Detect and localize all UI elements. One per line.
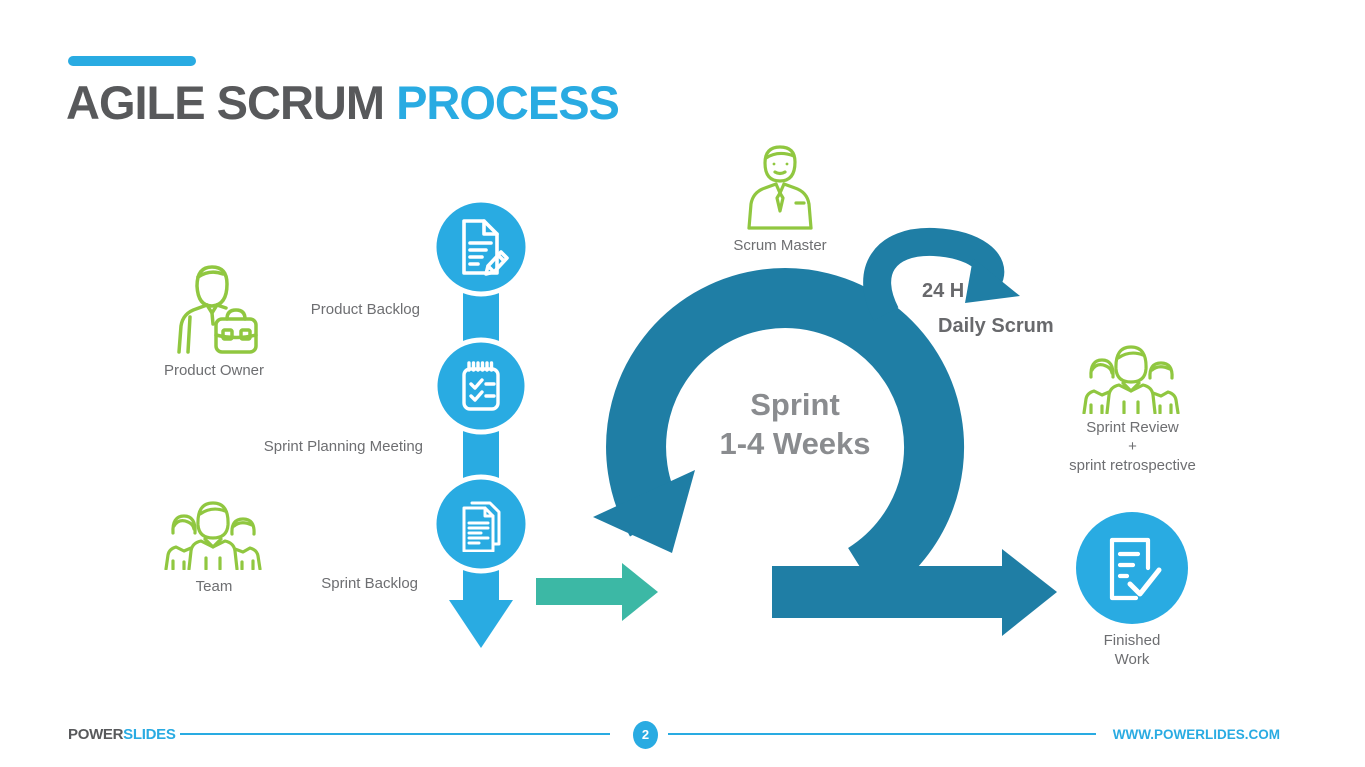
team-label: Team bbox=[195, 578, 233, 595]
sprint-review-line1: Sprint Review bbox=[1086, 419, 1179, 436]
step-circle-product-backlog bbox=[431, 197, 531, 297]
sprint-review-label: Sprint Review + sprint retrospective bbox=[1040, 418, 1225, 475]
brand-part1: POWER bbox=[68, 726, 124, 743]
footer-divider-right bbox=[668, 733, 1096, 735]
scrum-master-label: Scrum Master bbox=[733, 237, 827, 254]
person-briefcase-icon bbox=[177, 265, 258, 354]
product-owner-label: Product Owner bbox=[163, 362, 265, 379]
sprint-loop-arrowhead-icon bbox=[593, 470, 695, 553]
brand-part2: SLIDES bbox=[123, 726, 176, 743]
footer-divider-left bbox=[180, 733, 610, 735]
duration-label: 24 H bbox=[922, 280, 965, 302]
page-number-badge: 2 bbox=[633, 721, 658, 749]
team-icon bbox=[164, 501, 262, 570]
daily-scrum-label: Daily Scrum bbox=[938, 315, 1054, 337]
finished-work-circle bbox=[1076, 512, 1188, 624]
finished-work-label: Finished Work bbox=[1062, 631, 1202, 669]
step-label-sprint-planning: Sprint Planning Meeting bbox=[263, 438, 423, 455]
daily-scrum-arrowhead-icon bbox=[965, 258, 1020, 303]
sprint-duration-label: 1-4 Weeks bbox=[719, 426, 871, 461]
step-label-sprint-backlog: Sprint Backlog bbox=[321, 575, 418, 592]
brand-logo: POWERSLIDES bbox=[68, 726, 176, 743]
website-label: WWW.POWERLIDES.COM bbox=[1112, 727, 1280, 742]
checked-document-icon bbox=[1109, 537, 1162, 601]
page-title-main: AGILE SCRUM bbox=[66, 76, 397, 129]
sprint-loop bbox=[593, 227, 1057, 636]
sprint-review-line2: + bbox=[1128, 438, 1137, 455]
title-accent-bar bbox=[68, 56, 196, 66]
document-pencil-icon bbox=[462, 219, 509, 276]
sprint-review-line3: sprint retrospective bbox=[1069, 457, 1196, 474]
chain-arrowhead-icon bbox=[449, 600, 513, 648]
checklist-icon bbox=[462, 361, 500, 411]
documents-icon bbox=[462, 501, 501, 552]
exit-arrowhead-icon bbox=[1002, 549, 1057, 636]
page-title-accent: PROCESS bbox=[396, 76, 620, 129]
person-tie-icon bbox=[747, 145, 813, 230]
page-title: AGILE SCRUM PROCESS bbox=[66, 76, 620, 129]
finished-work-line1: Finished bbox=[1103, 632, 1161, 649]
group-icon bbox=[1082, 345, 1180, 414]
step-circle-sprint-planning bbox=[432, 337, 530, 435]
sprint-label: Sprint bbox=[750, 387, 840, 422]
sprint-loop-ring bbox=[606, 268, 965, 599]
finished-work-line2: Work bbox=[1114, 651, 1150, 668]
step-label-product-backlog: Product Backlog bbox=[310, 301, 420, 318]
entry-arrow-icon bbox=[536, 563, 658, 621]
daily-scrum-loop bbox=[863, 227, 1005, 321]
